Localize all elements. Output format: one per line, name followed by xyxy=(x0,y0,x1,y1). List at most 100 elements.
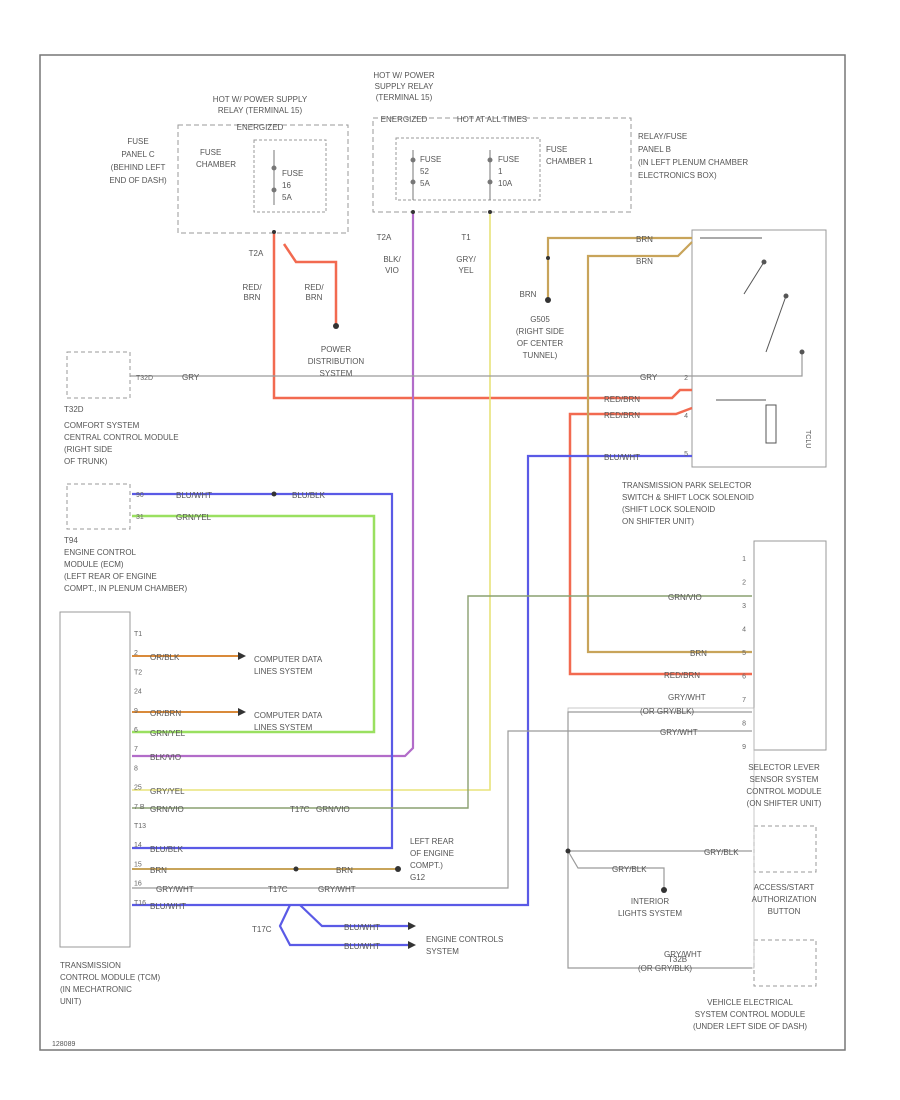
svg-text:FUSE: FUSE xyxy=(127,137,148,146)
svg-text:DISTRIBUTION: DISTRIBUTION xyxy=(308,357,365,366)
wire-gry-wht-vecm xyxy=(567,711,752,969)
svg-text:FUSE: FUSE xyxy=(546,145,567,154)
svg-text:GRY/WHT: GRY/WHT xyxy=(156,885,194,894)
svg-text:SYSTEM CONTROL MODULE: SYSTEM CONTROL MODULE xyxy=(695,1010,805,1019)
svg-text:BRN: BRN xyxy=(306,293,323,302)
svg-text:GRY/WHT: GRY/WHT xyxy=(318,885,356,894)
svg-text:YEL: YEL xyxy=(458,266,474,275)
svg-text:PANEL C: PANEL C xyxy=(121,150,155,159)
selector-pin-0: 1 xyxy=(742,556,746,563)
svg-text:END OF DASH): END OF DASH) xyxy=(109,176,167,185)
hot-mid-2: SUPPLY RELAY xyxy=(375,82,434,91)
interior-lights-label: INTERIOR LIGHTS SYSTEM xyxy=(618,897,682,918)
svg-text:GRY/WHT: GRY/WHT xyxy=(664,950,702,959)
svg-text:BLK/VIO: BLK/VIO xyxy=(150,753,181,762)
selector-pin-5: 6 xyxy=(742,674,746,681)
svg-text:LINES SYSTEM: LINES SYSTEM xyxy=(254,667,313,676)
wire-red-brn-selector xyxy=(568,406,752,676)
comfort-module-label: COMFORT SYSTEM CENTRAL CONTROL MODULE (R… xyxy=(64,421,179,466)
svg-text:LINES SYSTEM: LINES SYSTEM xyxy=(254,723,313,732)
left-rear-ground-label: LEFT REAR OF ENGINE COMPT.) G12 xyxy=(410,837,454,882)
svg-text:BLU/WHT: BLU/WHT xyxy=(604,453,640,462)
svg-text:BLK/: BLK/ xyxy=(383,255,401,264)
svg-text:(SHIFT LOCK SOLENOID: (SHIFT LOCK SOLENOID xyxy=(622,505,715,514)
ecm-pin-1: 31 xyxy=(136,514,144,521)
selector-pin-3: 4 xyxy=(742,627,746,634)
svg-text:COMPT.): COMPT.) xyxy=(410,861,443,870)
svg-text:FUSE: FUSE xyxy=(200,148,221,157)
svg-text:COMPUTER DATA: COMPUTER DATA xyxy=(254,711,323,720)
wire-brn-selector xyxy=(586,241,752,654)
svg-text:RED/BRN: RED/BRN xyxy=(604,411,640,420)
ecm-pin-0: 90 xyxy=(136,492,144,499)
svg-text:GRY/BLK: GRY/BLK xyxy=(612,865,647,874)
svg-text:OF TRUNK): OF TRUNK) xyxy=(64,457,108,466)
svg-text:ENGINE CONTROLS: ENGINE CONTROLS xyxy=(426,935,503,944)
relay-fuse-panel-b-label: RELAY/FUSE PANEL B (IN LEFT PLENUM CHAMB… xyxy=(638,132,748,180)
diagram-frame xyxy=(39,54,846,1051)
svg-text:RED/BRN: RED/BRN xyxy=(604,395,640,404)
svg-text:BRN: BRN xyxy=(520,290,537,299)
svg-text:CHAMBER: CHAMBER xyxy=(196,160,236,169)
tcm-pin-8: 25 xyxy=(134,785,142,792)
svg-text:T1: T1 xyxy=(461,233,471,242)
svg-text:COMPT., IN PLENUM CHAMBER): COMPT., IN PLENUM CHAMBER) xyxy=(64,584,187,593)
access-start-box xyxy=(753,825,817,873)
svg-text:MODULE (ECM): MODULE (ECM) xyxy=(64,560,124,569)
svg-text:RED/: RED/ xyxy=(304,283,324,292)
tclu-label: TCLU xyxy=(804,430,811,448)
svg-text:GRY/YEL: GRY/YEL xyxy=(150,787,185,796)
svg-text:52: 52 xyxy=(420,167,429,176)
svg-text:BLU/WHT: BLU/WHT xyxy=(344,942,380,951)
svg-text:GRN/VIO: GRN/VIO xyxy=(316,805,350,814)
svg-text:BLU/WHT: BLU/WHT xyxy=(176,491,212,500)
svg-text:CONTROL MODULE (TCM): CONTROL MODULE (TCM) xyxy=(60,973,160,982)
tcm-pin-2: T2 xyxy=(134,669,142,676)
svg-text:SENSOR SYSTEM: SENSOR SYSTEM xyxy=(750,775,819,784)
hot-at-all-times: HOT AT ALL TIMES xyxy=(457,115,527,124)
svg-text:TRANSMISSION: TRANSMISSION xyxy=(60,961,121,970)
fuse-symbols xyxy=(271,150,493,205)
svg-text:VEHICLE ELECTRICAL: VEHICLE ELECTRICAL xyxy=(707,998,793,1007)
svg-text:T32D: T32D xyxy=(64,405,84,414)
svg-text:BLU/WHT: BLU/WHT xyxy=(150,902,186,911)
svg-text:(ON SHIFTER UNIT): (ON SHIFTER UNIT) xyxy=(747,799,822,808)
park-pin-1: 4 xyxy=(684,413,688,420)
svg-text:16: 16 xyxy=(282,181,291,190)
svg-text:TUNNEL): TUNNEL) xyxy=(523,351,558,360)
svg-text:ELECTRONICS BOX): ELECTRONICS BOX) xyxy=(638,171,717,180)
park-pin-0: 2 xyxy=(684,375,688,382)
selector-pin-2: 3 xyxy=(742,603,746,610)
svg-text:GRY/WHT: GRY/WHT xyxy=(660,728,698,737)
svg-text:BRN: BRN xyxy=(150,866,167,875)
svg-text:T2A: T2A xyxy=(249,249,264,258)
junctions xyxy=(238,210,667,949)
selector-pin-6: 7 xyxy=(742,697,746,704)
svg-text:(UNDER LEFT SIDE OF DASH): (UNDER LEFT SIDE OF DASH) xyxy=(693,1022,807,1031)
hot-mid-1: HOT W/ POWER xyxy=(373,71,434,80)
svg-text:T17C: T17C xyxy=(252,925,272,934)
relay-labels: HOT W/ POWER SUPPLY RELAY (TERMINAL 15) … xyxy=(213,71,527,132)
svg-text:BLU/BLK: BLU/BLK xyxy=(292,491,326,500)
tcm-pin-11: 14 xyxy=(134,842,142,849)
wire-blu-wht-park xyxy=(132,454,692,907)
svg-text:ENGINE CONTROL: ENGINE CONTROL xyxy=(64,548,137,557)
tcm-pin-6: 7 xyxy=(134,746,138,753)
park-pin-numbers: 245 xyxy=(684,375,688,458)
svg-text:VIO: VIO xyxy=(385,266,399,275)
svg-text:BRN: BRN xyxy=(636,235,653,244)
svg-text:LIGHTS SYSTEM: LIGHTS SYSTEM xyxy=(618,909,682,918)
tcm-pin-1: 2 xyxy=(134,650,138,657)
vecm-label: VEHICLE ELECTRICAL SYSTEM CONTROL MODULE… xyxy=(693,998,807,1031)
svg-text:T17C: T17C xyxy=(290,805,310,814)
fuse-chamber-mid-box xyxy=(395,137,541,201)
svg-text:ACCESS/START: ACCESS/START xyxy=(754,883,815,892)
svg-text:FUSE: FUSE xyxy=(420,155,441,164)
svg-text:OF ENGINE: OF ENGINE xyxy=(410,849,454,858)
wire-gry-yel xyxy=(132,212,491,791)
svg-text:BUTTON: BUTTON xyxy=(768,907,801,916)
park-selector-box xyxy=(691,229,827,468)
vertical-wire-labels: T2A T2A T1 RED/ BRN RED/ BRN BLK/ VIO GR… xyxy=(242,233,536,302)
svg-text:G505: G505 xyxy=(530,315,550,324)
